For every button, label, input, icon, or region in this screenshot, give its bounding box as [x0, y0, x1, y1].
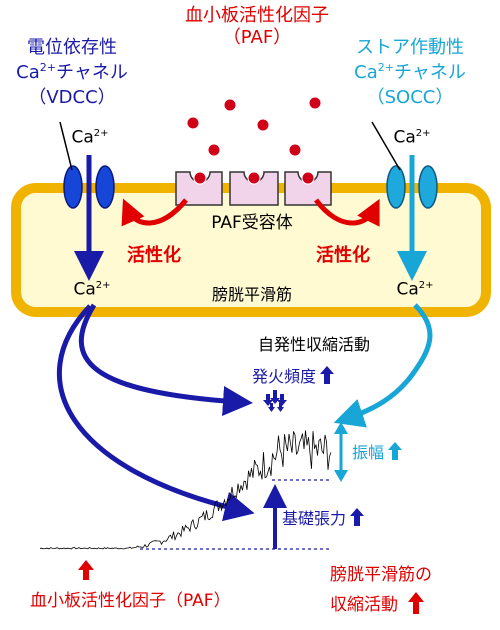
amplitude-arrow-up	[334, 422, 348, 434]
ca-label-socc-outside: Ca2+	[393, 127, 431, 148]
ca-label-vdcc-outside: Ca2+	[71, 127, 109, 148]
ca-label-socc-inside: Ca2+	[396, 279, 434, 300]
paf-receptor-label: PAF受容体	[211, 213, 293, 233]
socc-channel	[386, 165, 438, 209]
socc-label-line1: ストア作動性	[356, 37, 464, 58]
paf-receptors	[175, 171, 332, 206]
vdcc-pointer	[59, 121, 73, 171]
basal-tension-label: 基礎張力	[282, 508, 365, 528]
vdcc-label-line3: （VDCC）	[28, 87, 116, 108]
socc-to-amplitude-arrow	[333, 303, 433, 428]
vdcc-to-basal-arrow	[56, 304, 255, 522]
bottom-paf-label: 血小板活性化因子（PAF）	[30, 591, 231, 611]
socc-pointer	[371, 121, 401, 171]
paf-molecules	[186, 96, 322, 157]
amplitude-label: 振幅	[352, 442, 403, 462]
up-arrow-icon	[408, 592, 424, 614]
firing-frequency-label: 発火頻度	[252, 366, 335, 386]
paf-title-line1: 血小板活性化因子	[185, 5, 329, 26]
activation-label-right: 活性化	[316, 245, 370, 266]
ca-label-vdcc-inside: Ca2+	[73, 279, 111, 300]
socc-label-line3: （SOCC）	[366, 87, 454, 108]
up-arrow-icon	[320, 366, 335, 384]
bottom-contraction-label-line2: 収縮活動	[330, 592, 424, 616]
paf-application-arrow	[78, 560, 94, 580]
firing-burst-icon	[263, 390, 287, 412]
spontaneous-activity-label: 自発性収縮活動	[258, 335, 371, 354]
vdcc-label-line2: Ca2+チャネル	[16, 61, 128, 83]
up-arrow-icon	[388, 442, 403, 460]
vdcc-to-firing-arrow	[78, 303, 253, 416]
activation-arrow-right	[314, 198, 380, 227]
paf-title-line2: （PAF）	[222, 27, 292, 48]
contraction-trace	[39, 430, 332, 550]
amplitude-arrow-down	[334, 470, 348, 482]
vdcc-channel	[63, 165, 115, 209]
activation-arrow-left	[121, 198, 188, 227]
bottom-contraction-label-line1: 膀胱平滑筋の	[330, 565, 432, 585]
vdcc-label-line1: 電位依存性	[27, 37, 117, 58]
activation-label-left: 活性化	[127, 245, 181, 266]
socc-label-line2: Ca2+チャネル	[354, 61, 466, 83]
bound-paf	[193, 171, 315, 185]
cell-label: 膀胱平滑筋	[211, 285, 293, 304]
up-arrow-icon	[350, 508, 365, 526]
